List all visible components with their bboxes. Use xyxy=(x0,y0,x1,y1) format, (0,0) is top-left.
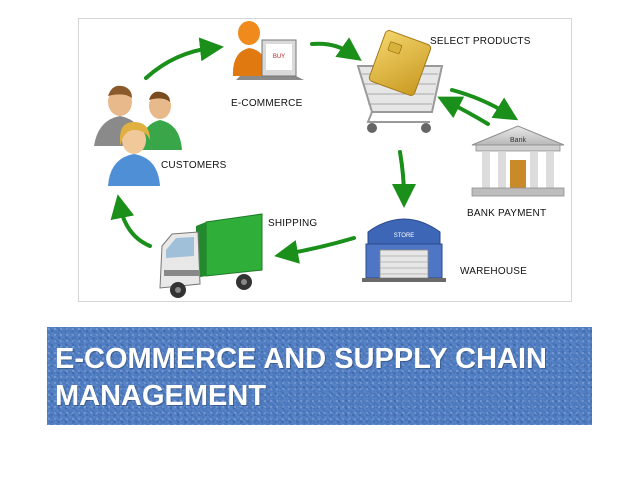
label-customers: CUSTOMERS xyxy=(161,160,227,171)
warehouse-icon: STORE xyxy=(362,218,446,282)
bank-building-icon: Bank xyxy=(471,125,565,197)
arrow-bank-to-products xyxy=(437,96,490,126)
label-ecommerce: E-COMMERCE xyxy=(231,98,303,109)
arrow-warehouse-to-shipping xyxy=(274,236,356,264)
arrow-ecommerce-to-products xyxy=(310,37,362,61)
shopping-cart-icon xyxy=(356,30,444,133)
customers-group-icon xyxy=(94,85,182,186)
label-select-products: SELECT PRODUCTS xyxy=(430,36,531,47)
title-line-2: MANAGEMENT xyxy=(55,380,267,412)
arrow-customers-to-ecommerce xyxy=(144,37,224,80)
bank-sign-text: Bank xyxy=(510,137,526,144)
label-bank-payment: BANK PAYMENT xyxy=(467,208,547,219)
delivery-truck-icon xyxy=(159,213,263,298)
ecommerce-person-icon: BUY xyxy=(232,21,304,80)
arrow-products-to-warehouse xyxy=(391,150,416,208)
title-line-1: E-COMMERCE AND SUPPLY CHAIN xyxy=(55,343,547,375)
label-shipping: SHIPPING xyxy=(268,218,318,229)
arrow-shipping-to-customers xyxy=(110,194,152,248)
label-warehouse: WAREHOUSE xyxy=(460,266,527,277)
arrow-products-to-bank xyxy=(450,88,519,121)
store-sign-text: STORE xyxy=(394,233,415,239)
title-banner: E-COMMERCE AND SUPPLY CHAIN MANAGEMENT xyxy=(47,327,592,425)
laptop-screen-text: BUY xyxy=(273,54,285,60)
